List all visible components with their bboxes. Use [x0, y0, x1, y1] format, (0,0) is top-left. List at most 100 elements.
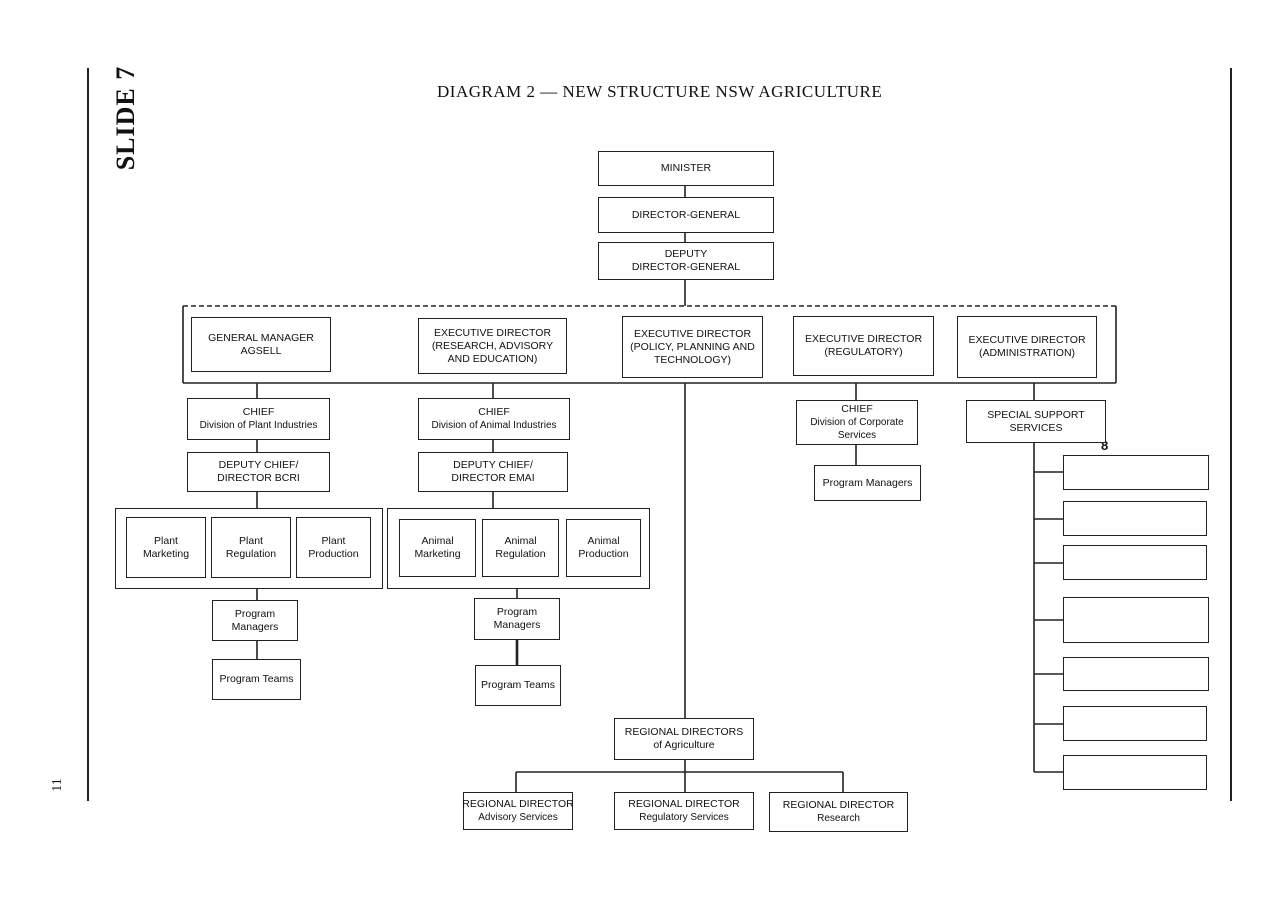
- box-text-line: SPECIAL SUPPORT: [987, 408, 1085, 421]
- box-text-line: REGIONAL DIRECTOR: [628, 798, 740, 810]
- plant-chief-box: CHIEF Division of Plant Industries: [187, 398, 330, 440]
- box-text-line: EXECUTIVE DIRECTOR: [968, 334, 1086, 346]
- box-text-line: AGSELL: [240, 344, 282, 357]
- box-text-line: (REGULATORY): [824, 346, 903, 358]
- box-text-line: EXECUTIVE DIRECTOR: [633, 327, 752, 340]
- left-margin-rule: [87, 68, 89, 801]
- box-text-line: Research: [817, 813, 860, 824]
- diagram-title: DIAGRAM 2 — NEW STRUCTURE NSW AGRICULTUR…: [437, 82, 883, 101]
- support-service-box: [1063, 657, 1209, 691]
- page-number: 11: [50, 778, 65, 792]
- box-text-line: AND EDUCATION): [447, 352, 538, 365]
- right-margin-rule: [1230, 68, 1232, 801]
- box-text-line: DEPUTY: [664, 248, 708, 260]
- box-text-line: CHIEF: [478, 406, 510, 418]
- box-text-line: Marketing: [414, 548, 461, 560]
- box-text-line: (POLICY, PLANNING AND: [630, 340, 755, 353]
- support-service-box: [1063, 545, 1207, 580]
- animal-deputy-box: DEPUTY CHIEF/DIRECTOR EMAI: [418, 452, 568, 492]
- box-text-line: Plant: [239, 534, 263, 547]
- box-text-line: EXECUTIVE DIRECTOR: [804, 333, 923, 345]
- box-text-line: Program Teams: [481, 679, 555, 691]
- box-text-line: Division of Plant Industries: [199, 420, 318, 431]
- box-text-line: DEPUTY CHIEF/: [453, 459, 533, 471]
- box-text-line: REGIONAL DIRECTOR: [782, 799, 895, 811]
- box-text-line: Regulatory Services: [639, 812, 729, 823]
- box-text-line: Program Managers: [822, 476, 913, 489]
- minister-box: MINISTER: [598, 151, 774, 186]
- plant-deputy-box: DEPUTY CHIEF/DIRECTOR BCRI: [187, 452, 330, 492]
- support-service-box: [1063, 597, 1209, 643]
- box-text-line: Managers: [231, 620, 279, 633]
- box-text-line: DIRECTOR-GENERAL: [631, 208, 741, 221]
- box-text-line: Production: [578, 548, 629, 560]
- support-service-box: [1063, 706, 1207, 741]
- plant-units-group: [115, 508, 383, 589]
- box-text-line: REGIONAL DIRECTOR: [462, 798, 574, 810]
- regional-director-box: REGIONAL DIRECTOR Research: [769, 792, 908, 832]
- director-general-box: DIRECTOR-GENERAL: [598, 197, 774, 233]
- box-text-line: DIRECTOR-GENERAL: [631, 261, 741, 273]
- box-text-line: Division of Corporate: [810, 417, 904, 428]
- box-text-line: DIRECTOR EMAI: [451, 472, 535, 484]
- exec-administration-box: EXECUTIVE DIRECTOR(ADMINISTRATION): [957, 316, 1097, 378]
- box-text-line: Program: [234, 607, 276, 620]
- box-text-line: (RESEARCH, ADVISORY: [431, 339, 554, 352]
- page-marker: 8: [1101, 438, 1109, 453]
- support-service-box: [1063, 455, 1209, 490]
- box-text-line: TECHNOLOGY): [653, 353, 731, 366]
- box-text-line: Services: [837, 430, 877, 441]
- animal-chief-box: CHIEF Division of Animal Industries: [418, 398, 570, 440]
- box-text-line: Plant: [154, 534, 178, 547]
- box-text-line: Advisory Services: [478, 812, 558, 823]
- box-text-line: CHIEF: [841, 403, 873, 415]
- corporate-program-managers-box: Program Managers: [814, 465, 921, 501]
- slide-label: SLIDE 7: [111, 65, 140, 171]
- box-text-line: SERVICES: [1009, 421, 1063, 434]
- box-text-line: Production: [308, 547, 359, 560]
- box-text-line: MINISTER: [660, 162, 712, 174]
- box-text-line: Regulation: [225, 547, 277, 560]
- regional-director-box: REGIONAL DIRECTOR Advisory Services: [462, 792, 574, 830]
- box-text-line: GENERAL MANAGER: [208, 331, 314, 344]
- box-text-line: Animal: [587, 535, 620, 547]
- exec-regulatory-box: EXECUTIVE DIRECTOR(REGULATORY): [793, 316, 934, 376]
- box-text-line: Regulation: [495, 548, 546, 560]
- box-text-line: of Agriculture: [653, 739, 715, 751]
- box-text-line: DEPUTY CHIEF/: [218, 459, 299, 471]
- box-text-line: Animal: [504, 535, 537, 547]
- box-text-line: EXECUTIVE DIRECTOR: [433, 326, 552, 339]
- box-text-line: Plant: [321, 534, 346, 547]
- animal-program-teams-box: Program Teams: [475, 665, 561, 706]
- box-text-line: REGIONAL DIRECTORS: [624, 726, 744, 738]
- box-text-line: DIRECTOR BCRI: [217, 472, 300, 484]
- box-text-line: Program: [496, 606, 538, 618]
- box-text-line: Marketing: [142, 547, 190, 560]
- support-service-box: [1063, 755, 1207, 790]
- box-text-line: Division of Animal Industries: [431, 420, 557, 431]
- box-text-line: (ADMINISTRATION): [978, 347, 1076, 359]
- box-text-line: Animal: [421, 535, 454, 547]
- plant-program-teams-box: Program Teams: [212, 659, 301, 700]
- box-text-line: CHIEF: [242, 406, 275, 418]
- regional-director-box: REGIONAL DIRECTOR Regulatory Services: [614, 792, 754, 830]
- animal-units-group: [387, 508, 650, 589]
- support-service-box: [1063, 501, 1207, 536]
- box-text-line: Program Teams: [219, 673, 294, 685]
